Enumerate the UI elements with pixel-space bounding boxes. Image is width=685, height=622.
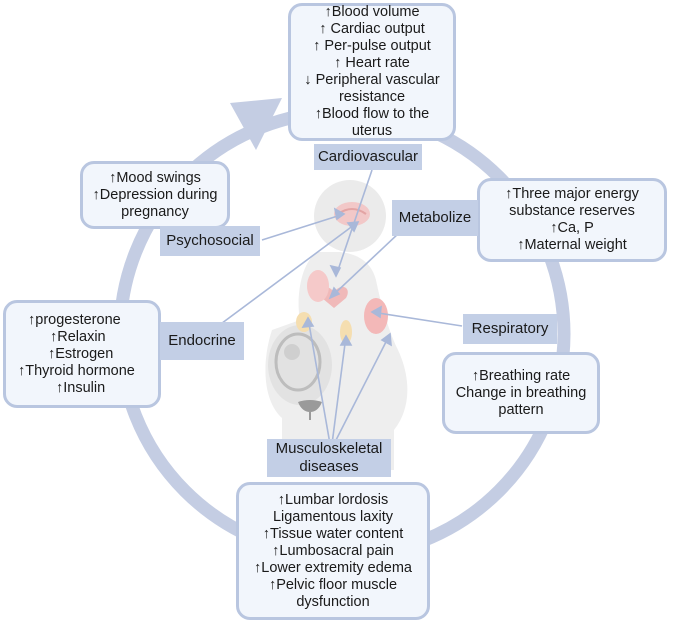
arrow-endocrine <box>205 221 359 336</box>
arrowhead-metabolize-icon <box>328 286 341 300</box>
musculoskeletal-label-line: diseases <box>299 458 359 475</box>
cardiovascular-item: ↓ Peripheral vascular <box>304 72 440 88</box>
endocrine-item: ↑Thyroid hormone <box>18 362 135 379</box>
respiratory-item: ↑Breathing rate <box>471 367 571 384</box>
arrow-musculoskeletal-2 <box>331 335 347 445</box>
metabolize-item: substance reserves <box>509 203 635 219</box>
respiratory-box: ↑Breathing rate Change in breathing patt… <box>442 352 600 434</box>
cycle-arrowhead-icon <box>230 98 282 150</box>
respiratory-label: Respiratory <box>463 314 557 344</box>
musculoskeletal-item: Ligamentous laxity <box>272 508 394 525</box>
cardiovascular-item: ↑ Per-pulse output <box>313 38 431 54</box>
musculoskeletal-box: ↑Lumbar lordosis Ligamentous laxity ↑Tis… <box>236 482 430 620</box>
arrowhead-cardiovascular-icon <box>329 264 342 278</box>
cardiovascular-item: ↑Blood volume <box>324 4 420 20</box>
musculoskeletal-label: Musculoskeletal diseases <box>267 439 391 477</box>
psychosocial-item: ↑Mood swings <box>109 169 201 186</box>
lungs-icon <box>307 270 388 334</box>
arrow-respiratory <box>371 311 463 327</box>
arrow-metabolize <box>329 231 401 299</box>
cardiovascular-box: ↑Blood volume ↑ Cardiac output ↑ Per-pul… <box>288 3 456 141</box>
arrowhead-musculoskeletal-1-icon <box>301 316 315 328</box>
musculoskeletal-item: ↑Lumbosacral pain <box>272 542 394 559</box>
metabolize-item: ↑Three major energy <box>505 186 639 202</box>
arrowhead-respiratory-icon <box>370 305 382 319</box>
cardiovascular-item: ↑ Cardiac output <box>319 21 425 37</box>
psychosocial-item: ↑Depression during <box>92 186 218 203</box>
arrow-psychosocial <box>261 213 345 241</box>
endocrine-item: ↑Relaxin <box>50 328 106 345</box>
metabolize-box: ↑Three major energy substance reserves ↑… <box>477 178 667 262</box>
arrow-musculoskeletal-3 <box>333 333 391 445</box>
fetus-icon <box>274 332 322 392</box>
respiratory-item: pattern <box>498 401 544 418</box>
metabolize-label: Metabolize <box>392 200 478 236</box>
metabolize-item: ↑Maternal weight <box>517 237 627 253</box>
musculoskeletal-item: ↑Tissue water content <box>262 525 404 542</box>
cardiovascular-item: resistance <box>338 89 406 105</box>
arrowhead-endocrine-icon <box>346 221 360 233</box>
musculoskeletal-item: ↑Lower extremity edema <box>254 559 412 576</box>
cardiovascular-item: ↑ Heart rate <box>334 55 410 71</box>
endocrine-box: ↑progesterone ↑Relaxin ↑Estrogen ↑Thyroi… <box>3 300 161 408</box>
endocrine-item: ↑Estrogen <box>48 345 114 362</box>
arrowhead-musculoskeletal-2-icon <box>339 334 353 346</box>
musculoskeletal-item: dysfunction <box>296 593 370 610</box>
cardiovascular-item: ↑Blood flow to the <box>314 106 430 122</box>
uterus-icon <box>298 400 322 420</box>
metabolize-item: ↑Ca, P <box>550 220 594 236</box>
arrowhead-psychosocial-icon <box>333 207 346 221</box>
endocrine-label: Endocrine <box>160 322 244 360</box>
endocrine-item: ↑Insulin <box>56 379 106 396</box>
cardiovascular-label: Cardiovascular <box>314 144 422 170</box>
psychosocial-item: pregnancy <box>121 203 189 220</box>
cardiovascular-item: uterus <box>351 123 393 139</box>
arrow-musculoskeletal-1 <box>307 317 331 445</box>
musculoskeletal-item: ↑Pelvic floor muscle <box>268 576 398 593</box>
arrowhead-musculoskeletal-3-icon <box>380 332 392 347</box>
musculoskeletal-label-line: Musculoskeletal <box>275 440 383 457</box>
connector-arrows <box>205 169 463 445</box>
endocrine-item: ↑progesterone <box>28 311 121 328</box>
musculoskeletal-item: ↑Lumbar lordosis <box>277 491 389 508</box>
respiratory-item: Change in breathing <box>455 384 587 401</box>
psychosocial-label: Psychosocial <box>160 226 260 256</box>
psychosocial-box: ↑Mood swings ↑Depression during pregnanc… <box>80 161 230 229</box>
